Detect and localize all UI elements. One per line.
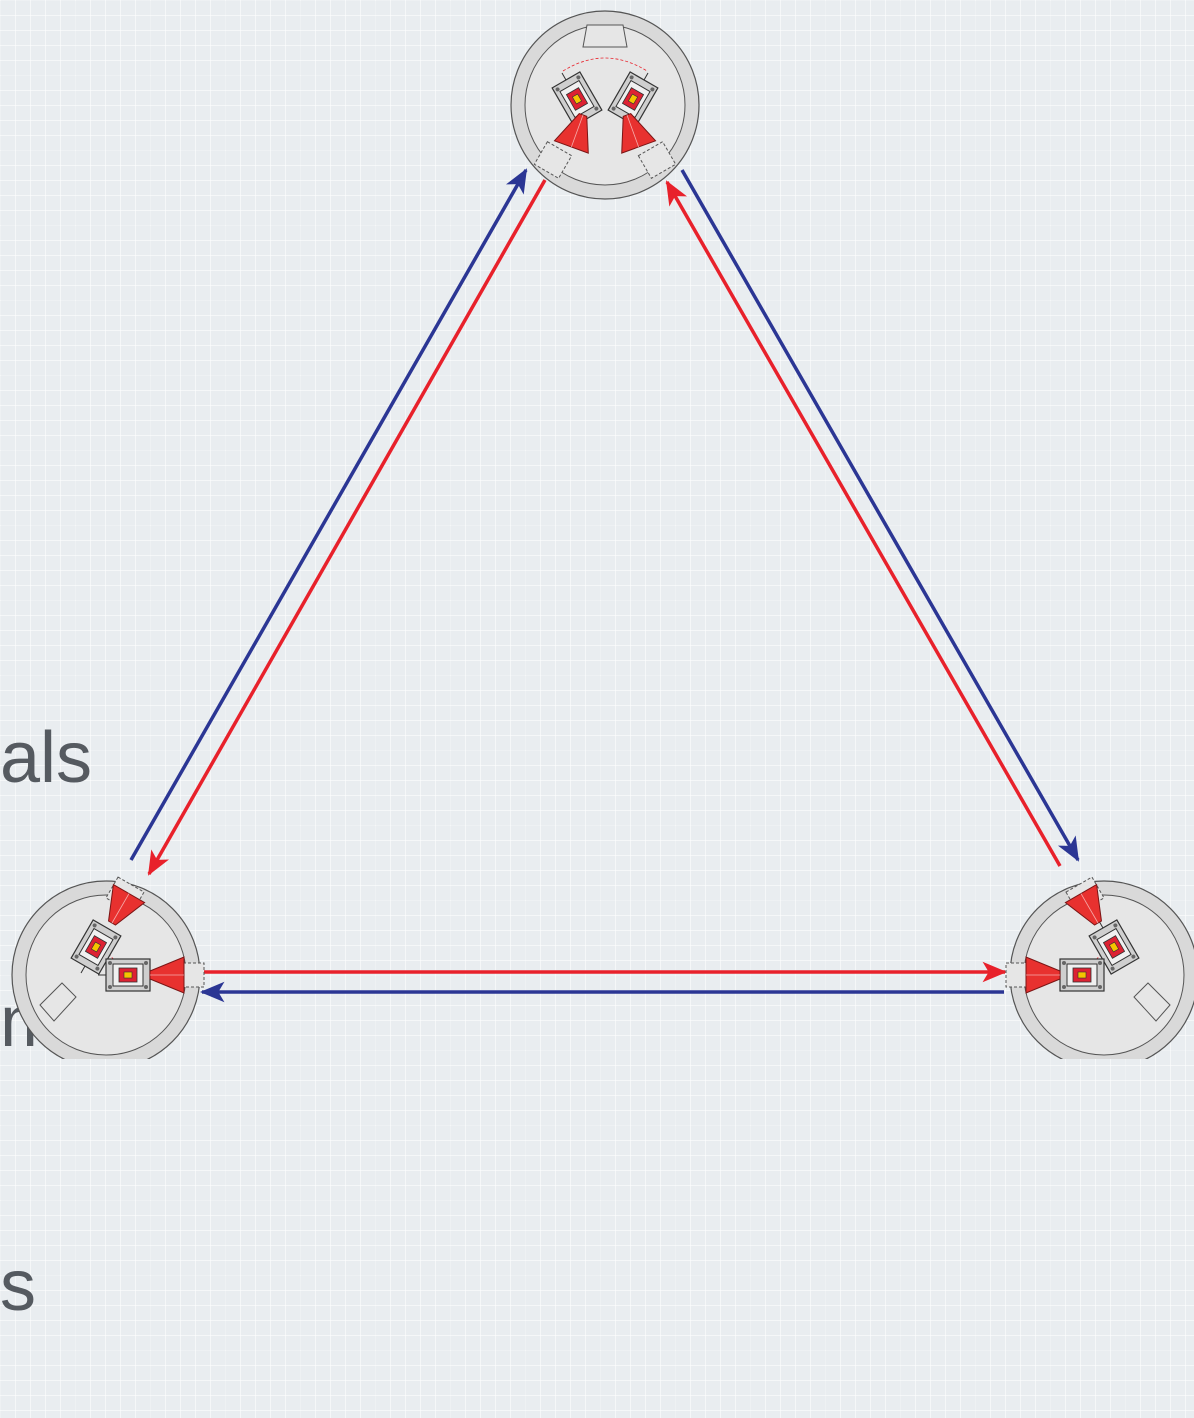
station-bottom-right [1006,877,1194,1059]
beam-left-red [149,180,545,874]
partial-text-line-3: s [0,1242,92,1330]
beam-right-red [667,182,1060,866]
beam-left-blue [131,170,526,860]
triangle-diagram [0,0,1194,1059]
beam-right-blue [682,170,1078,860]
station-top [511,11,699,199]
station-bottom-left [12,877,204,1059]
optical-bench-icon [98,959,150,991]
